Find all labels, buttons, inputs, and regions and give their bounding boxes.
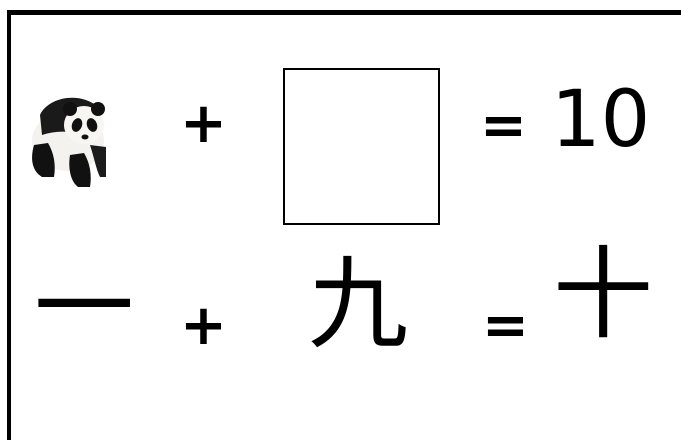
- equals-sign: =: [480, 93, 527, 158]
- plus-sign: +: [180, 293, 227, 358]
- chinese-numeral-one: 一: [34, 249, 134, 366]
- answer-box[interactable]: [283, 68, 440, 225]
- chinese-numeral-ten: 十: [553, 236, 653, 353]
- panda-icon: [32, 97, 106, 187]
- equals-sign: =: [482, 293, 529, 358]
- plus-sign: +: [180, 91, 227, 156]
- chinese-numeral-nine: 九: [308, 246, 408, 363]
- result-number: 10: [551, 75, 651, 165]
- worksheet-frame: [7, 10, 681, 440]
